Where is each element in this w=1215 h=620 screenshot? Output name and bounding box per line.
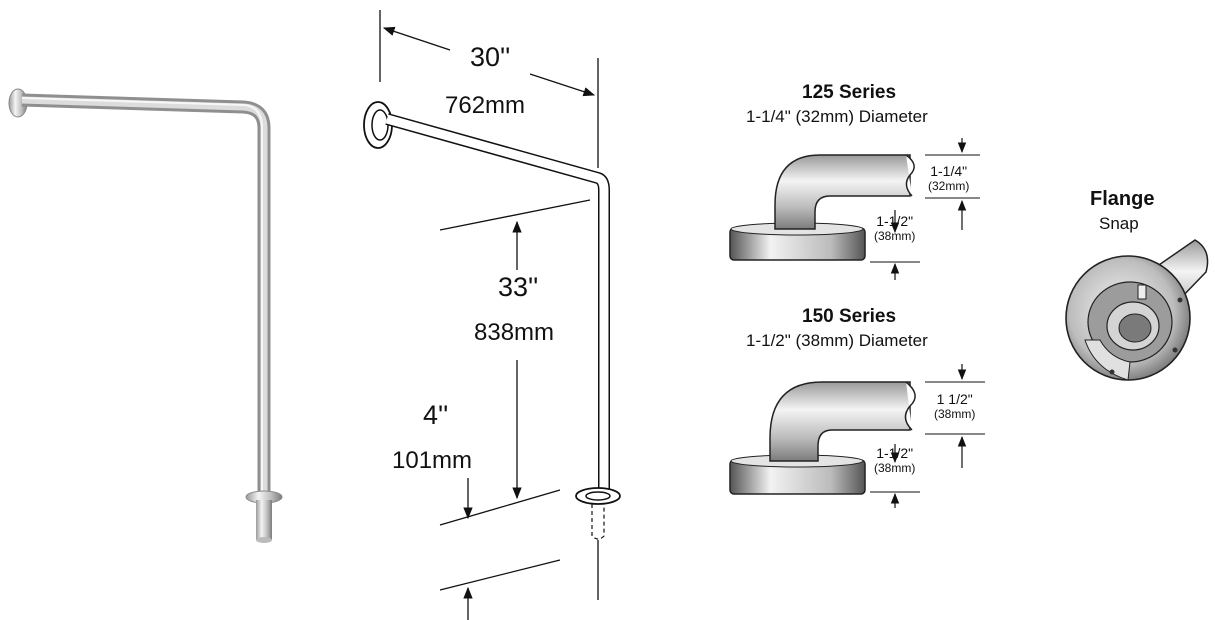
series-150-flange-dimension: 1-1/2" (38mm) (874, 446, 915, 476)
series-125-flange-mm: (38mm) (874, 229, 916, 243)
series-150-flange-in: 1-1/2" (876, 445, 914, 461)
width-inches-label: 30'' (470, 42, 511, 72)
floor-inches-label: 4'' (423, 400, 449, 430)
series-125-flange-dimension: 1-1/2" (38mm) (874, 214, 915, 244)
series-150-title: 150 Series (802, 306, 897, 327)
series-150-tube-dimension: 1 1/2" (38mm) (934, 392, 975, 422)
flange-subtitle: Snap (1099, 214, 1139, 233)
grab-bar-photo (8, 88, 283, 543)
series-150-tube-mm: (38mm) (934, 407, 976, 421)
series-150-subtitle: 1-1/2" (38mm) Diameter (746, 331, 928, 350)
series-125-tube-in: 1-1/4" (930, 163, 968, 179)
series-125-profile (729, 138, 980, 280)
series-125-tube-dimension: 1-1/4" (32mm) (928, 164, 969, 194)
grab-bar-drawing (363, 10, 621, 620)
floor-mm-label: 101mm (392, 447, 473, 474)
series-125-subtitle: 1-1/4" (32mm) Diameter (746, 107, 928, 126)
series-125-flange-in: 1-1/2" (876, 213, 914, 229)
height-inches-label: 33'' (498, 272, 539, 302)
width-mm-label: 762mm (445, 92, 526, 119)
series-125-tube-mm: (32mm) (928, 179, 970, 193)
series-150-profile (729, 364, 985, 508)
series-150-tube-in: 1 1/2" (936, 391, 973, 407)
height-mm-label: 838mm (474, 319, 555, 346)
flange-title: Flange (1090, 188, 1155, 210)
series-125-title: 125 Series (802, 82, 897, 103)
snap-flange-illustration (1065, 239, 1209, 381)
series-150-flange-mm: (38mm) (874, 461, 916, 475)
